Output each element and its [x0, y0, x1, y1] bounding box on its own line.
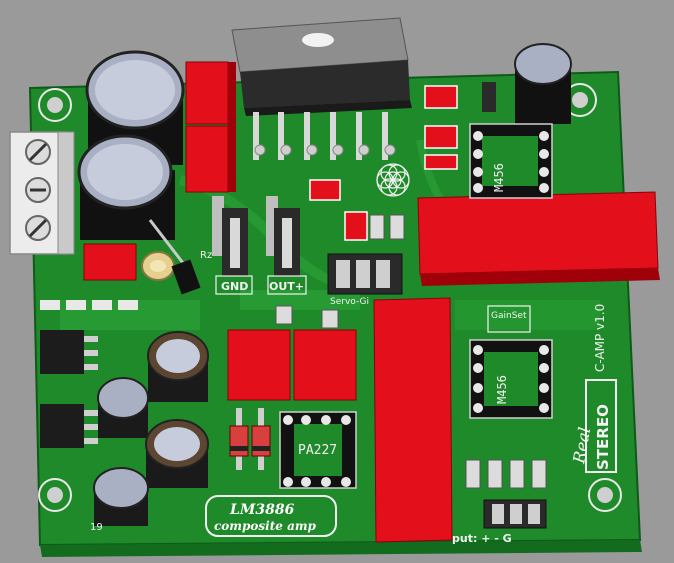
- smd-components-top: [309, 85, 458, 241]
- corner-text: 19: [90, 522, 103, 533]
- gainset-label: GainSet: [491, 311, 527, 321]
- ic-mid-label: M456: [495, 375, 509, 404]
- bulk-capacitors: [77, 50, 185, 240]
- output-terminals: [212, 196, 307, 295]
- mounting-holes: [38, 83, 622, 512]
- servo-label: Servo-Gi: [330, 297, 369, 307]
- opamp-socket-mid: [469, 305, 553, 419]
- ic-opa-label: PA227: [298, 443, 337, 458]
- input-area: [465, 459, 547, 529]
- version-label: C-AMP v1.0: [593, 304, 607, 372]
- small-electrolytics-left: [93, 331, 209, 526]
- stereo-badge: [585, 379, 617, 473]
- diodes: [229, 408, 271, 470]
- left-regulators: [40, 300, 138, 448]
- large-film-capacitor-right: [417, 191, 660, 286]
- out-plus-label: OUT+: [269, 280, 304, 293]
- plaque-line1: LM3886: [229, 502, 295, 518]
- red-film-capacitors-top: [185, 61, 236, 193]
- rz-label: Rz: [200, 250, 212, 261]
- input-label: put: + - G: [452, 532, 512, 545]
- plaque-line2: composite amp: [214, 519, 317, 533]
- title-plaque: [205, 495, 337, 537]
- red-film-capacitors-mid: [227, 305, 357, 401]
- ic-top-label: M456: [492, 163, 506, 192]
- opamp-socket-top: [469, 123, 553, 199]
- lm3886-power-ic: [231, 17, 412, 160]
- screw-terminal-block: [9, 131, 75, 255]
- opa227-socket: [279, 411, 357, 489]
- rz-resistor: [83, 219, 201, 295]
- large-film-capacitor-center: [373, 297, 453, 543]
- small-electrolytic-top-right: [482, 43, 572, 124]
- stereo-label: STEREO: [594, 404, 612, 470]
- flower-logo: [376, 163, 410, 197]
- gnd-label: GND: [221, 280, 248, 293]
- servo-jumper-header: [327, 253, 403, 295]
